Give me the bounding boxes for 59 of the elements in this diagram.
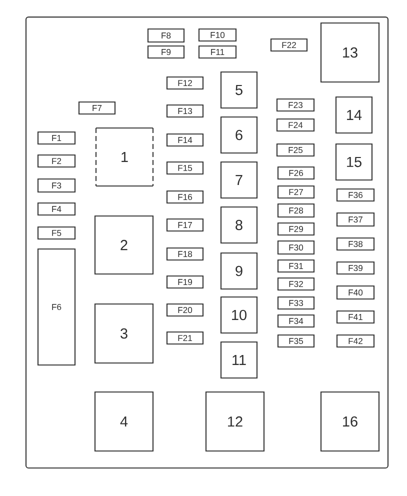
fuse-slot: F1 xyxy=(37,131,76,145)
fuse-slot: F4 xyxy=(37,202,76,216)
fuse-slot: F26 xyxy=(277,166,315,180)
relay-slot: 4 xyxy=(94,391,154,452)
fuse-slot: F23 xyxy=(276,98,315,112)
fuse-slot: F12 xyxy=(166,76,204,90)
fuse-slot: F34 xyxy=(277,314,315,328)
fuse-slot: F39 xyxy=(336,261,375,275)
fuse-slot: F21 xyxy=(166,331,204,345)
fuse-slot: F25 xyxy=(276,143,315,157)
relay-slot: 7 xyxy=(220,161,258,199)
fuse-slot: F9 xyxy=(147,45,185,59)
fuse-slot: F42 xyxy=(336,334,375,348)
fuse-slot: F33 xyxy=(277,296,315,310)
relay-slot: 5 xyxy=(220,71,258,109)
fuse-slot: F20 xyxy=(166,303,204,317)
fuse-slot: F29 xyxy=(277,222,315,236)
fuse-slot: F16 xyxy=(166,190,204,204)
fuse-slot: F32 xyxy=(277,277,315,291)
fuse-slot: F8 xyxy=(147,28,185,43)
fuse-slot: F28 xyxy=(277,203,315,218)
fuse-slot: F41 xyxy=(336,310,375,324)
fuse-slot: F31 xyxy=(277,259,315,273)
fuse-slot: F15 xyxy=(166,161,204,175)
fuse-slot: F24 xyxy=(276,118,315,132)
relay-slot: 6 xyxy=(220,116,258,154)
relay-slot: 1 xyxy=(95,127,154,187)
fuse-slot: F30 xyxy=(277,240,315,255)
relay-slot: 10 xyxy=(220,296,258,334)
relay-slot: 15 xyxy=(335,143,373,181)
fuse-slot: F3 xyxy=(37,178,76,193)
relay-slot: 8 xyxy=(220,206,258,244)
fuse-slot: F19 xyxy=(166,275,204,289)
fuse-slot: F36 xyxy=(336,188,375,202)
fuse-slot: F38 xyxy=(336,237,375,251)
fuse-slot: F7 xyxy=(78,101,116,115)
fuse-panel-outline xyxy=(25,16,389,469)
fuse-slot: F5 xyxy=(37,226,76,240)
fuse-slot: F10 xyxy=(198,28,237,42)
relay-slot: 16 xyxy=(320,391,380,452)
fuse-slot: F35 xyxy=(277,334,315,348)
relay-slot: 14 xyxy=(335,96,373,134)
relay-slot: 13 xyxy=(320,22,380,83)
fuse-slot: F40 xyxy=(336,285,375,300)
relay-slot: 9 xyxy=(220,252,258,290)
fuse-slot: F14 xyxy=(166,133,204,147)
fuse-slot: F18 xyxy=(166,247,204,261)
fuse-slot: F11 xyxy=(198,45,237,59)
fuse-slot: F2 xyxy=(37,154,76,168)
fuse-slot: F22 xyxy=(270,38,308,52)
relay-slot: 11 xyxy=(220,341,258,379)
fuse-slot: F13 xyxy=(166,104,204,118)
fuse-slot: F6 xyxy=(37,248,76,366)
relay-slot: 2 xyxy=(94,215,154,275)
fuse-slot: F37 xyxy=(336,212,375,227)
relay-slot: 12 xyxy=(205,391,265,452)
relay-slot: 3 xyxy=(94,303,154,364)
fuse-slot: F17 xyxy=(166,218,204,232)
fuse-slot: F27 xyxy=(277,185,315,199)
